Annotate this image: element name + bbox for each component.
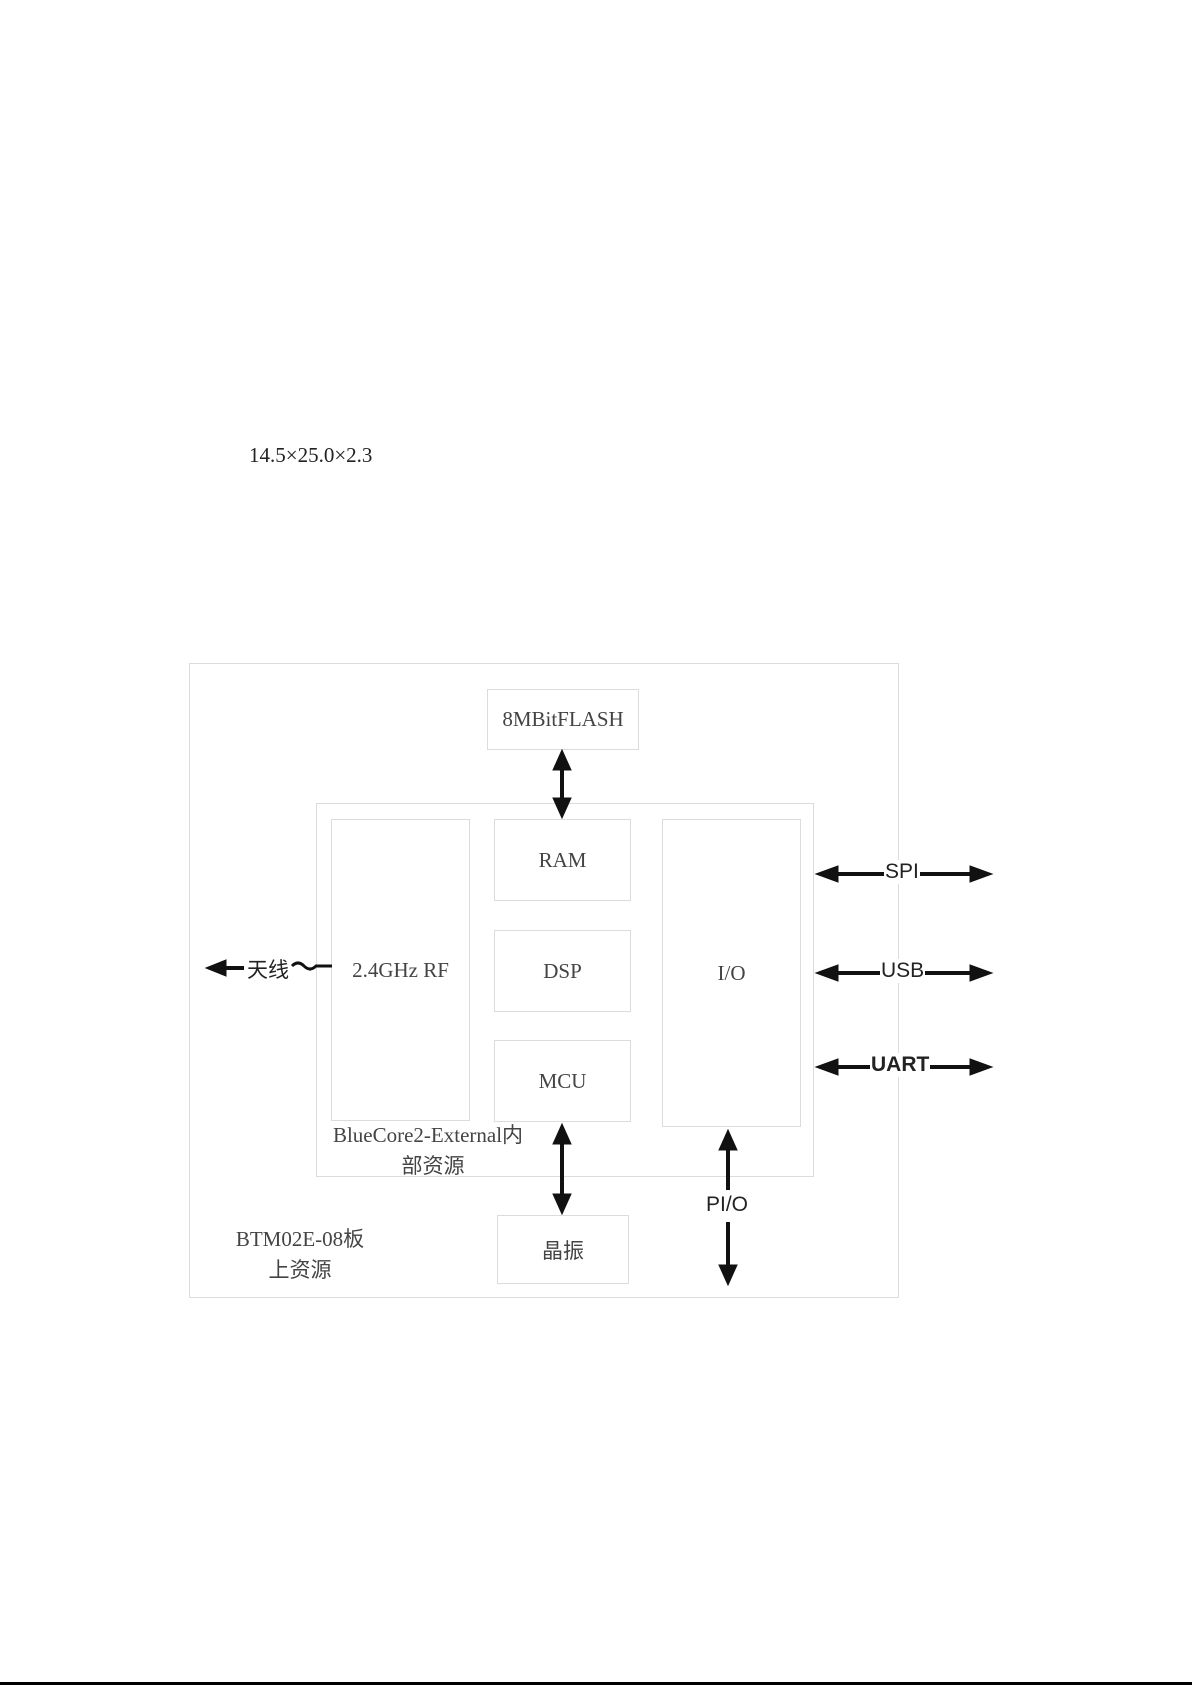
antenna-squiggle [292, 963, 332, 969]
mcu-crystal-arrowhead-down [553, 1194, 571, 1214]
flash-ram-arrowhead-up [553, 750, 571, 770]
spi-arrowhead-right [970, 866, 992, 882]
mcu-crystal-arrowhead-up [553, 1124, 571, 1144]
flash-ram-arrowhead-down [553, 798, 571, 818]
spi-label: SPI [884, 860, 920, 884]
spi-arrowhead-left [816, 866, 838, 882]
pio-label: PI/O [705, 1193, 749, 1217]
pio-arrowhead-down [719, 1265, 737, 1285]
uart-arrowhead-left [816, 1059, 838, 1075]
usb-label: USB [880, 959, 925, 983]
uart-label: UART [870, 1053, 930, 1077]
usb-arrowhead-left [816, 965, 838, 981]
usb-arrowhead-right [970, 965, 992, 981]
pio-arrowhead-up [719, 1130, 737, 1150]
uart-arrowhead-right [970, 1059, 992, 1075]
antenna-label: 天线 [246, 954, 290, 984]
antenna-arrowhead [206, 960, 226, 976]
